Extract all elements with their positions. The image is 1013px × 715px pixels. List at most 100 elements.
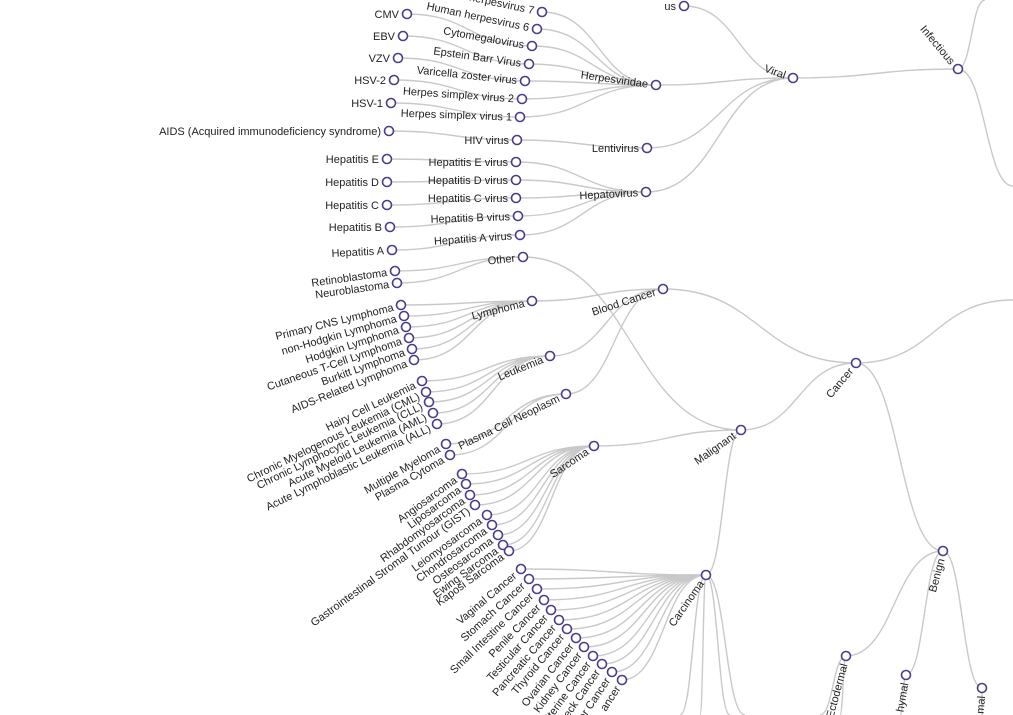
node-circle[interactable] <box>514 229 526 241</box>
node-circle[interactable] <box>492 529 504 541</box>
node-circle[interactable] <box>976 682 988 694</box>
node-viral[interactable]: Viral <box>763 63 799 84</box>
node-circle[interactable] <box>515 563 527 575</box>
node-circle[interactable] <box>423 396 435 408</box>
node-circle[interactable] <box>440 438 452 450</box>
node-hep-b[interactable]: Hepatitis B <box>329 221 396 234</box>
node-hsv1-virus[interactable]: Herpes simplex virus 1 <box>401 108 526 124</box>
node-circle[interactable] <box>403 332 415 344</box>
node-ectodermal[interactable]: Ectodermal <box>825 650 852 715</box>
node-ebv[interactable]: EBV <box>373 30 409 43</box>
node-hcv[interactable]: Hepatitis C virus <box>428 192 522 205</box>
node-circle[interactable] <box>398 310 410 322</box>
node-circle[interactable] <box>561 623 573 635</box>
node-circle[interactable] <box>388 74 400 86</box>
node-circle[interactable] <box>481 509 493 521</box>
node-hdv[interactable]: Hepatitis D virus <box>428 174 522 187</box>
node-circle[interactable] <box>416 375 428 387</box>
node-circle[interactable] <box>588 440 600 452</box>
node-circle[interactable] <box>497 539 509 551</box>
node-other[interactable]: Other <box>487 251 529 268</box>
node-circle[interactable] <box>519 75 531 87</box>
node-circle[interactable] <box>587 650 599 662</box>
node-circle[interactable] <box>606 666 618 678</box>
node-hep-a[interactable]: Hepatitis A <box>331 244 398 260</box>
node-circle[interactable] <box>538 594 550 606</box>
node-circle[interactable] <box>444 449 456 461</box>
node-circle[interactable] <box>385 97 397 109</box>
node-hepatovirus[interactable]: Hepatovirus <box>579 186 652 202</box>
node-circle[interactable] <box>381 153 393 165</box>
node-circle[interactable] <box>641 142 653 154</box>
node-plasma-neoplasm[interactable]: Plasma Cell Neoplasm <box>457 388 572 453</box>
node-circle[interactable] <box>510 174 522 186</box>
node-circle[interactable] <box>381 176 393 188</box>
node-circle[interactable] <box>596 658 608 670</box>
node-circle[interactable] <box>427 407 439 419</box>
node-hep-d[interactable]: Hepatitis D <box>325 176 393 189</box>
node-circle[interactable] <box>431 418 443 430</box>
node-circle[interactable] <box>464 489 476 501</box>
node-circle[interactable] <box>512 210 524 222</box>
node-circle[interactable] <box>401 8 413 20</box>
node-hev[interactable]: Hepatitis E virus <box>429 156 522 169</box>
node-circle[interactable] <box>531 583 543 595</box>
node-circle[interactable] <box>381 199 393 211</box>
node-aids[interactable]: AIDS (Acquired immunodeficiency syndrome… <box>159 125 395 138</box>
node-circle[interactable] <box>544 350 556 362</box>
node-hsv2[interactable]: HSV-2 <box>354 74 400 87</box>
node-circle[interactable] <box>406 343 418 355</box>
node-circle[interactable] <box>570 632 582 644</box>
node-circle[interactable] <box>578 641 590 653</box>
node-circle[interactable] <box>456 468 468 480</box>
node-circle[interactable] <box>700 569 712 581</box>
node-circle[interactable] <box>526 295 538 307</box>
node-circle[interactable] <box>510 192 522 204</box>
node-circle[interactable] <box>553 614 565 626</box>
node-circle[interactable] <box>560 388 572 400</box>
node-cmv[interactable]: CMV <box>375 8 413 21</box>
node-circle[interactable] <box>503 545 515 557</box>
node-hiv-virus[interactable]: HIV virus <box>464 134 523 147</box>
node-circle[interactable] <box>545 604 557 616</box>
node-circle[interactable] <box>460 478 472 490</box>
node-lentivirus[interactable]: Lentivirus <box>592 142 653 155</box>
node-circle[interactable] <box>640 186 652 198</box>
node-circle[interactable] <box>850 357 862 369</box>
node-thymal[interactable]: hymal <box>894 669 911 713</box>
node-circle[interactable] <box>384 221 396 233</box>
node-circle[interactable] <box>391 277 403 289</box>
node-hep-e[interactable]: Hepatitis E <box>326 153 393 166</box>
node-circle[interactable] <box>511 134 523 146</box>
node-circle[interactable] <box>400 321 412 333</box>
node-circle[interactable] <box>523 58 535 70</box>
node-hbv[interactable]: Hepatitis B virus <box>430 210 524 226</box>
node-circle[interactable] <box>531 23 543 35</box>
node-circle[interactable] <box>526 40 538 52</box>
node-circle[interactable] <box>469 499 481 511</box>
node-circle[interactable] <box>383 125 395 137</box>
node-circle[interactable] <box>389 265 401 277</box>
node-circle[interactable] <box>386 244 398 256</box>
node-circle[interactable] <box>510 156 522 168</box>
node-hav[interactable]: Hepatitis A virus <box>434 229 526 248</box>
node-vzv[interactable]: VZV <box>369 52 404 65</box>
node-circle[interactable] <box>657 283 669 295</box>
node-circle[interactable] <box>952 63 964 75</box>
node-circle[interactable] <box>397 30 409 42</box>
node-infectious[interactable]: Infectious <box>917 23 964 75</box>
node-circle[interactable] <box>650 79 662 91</box>
node-circle[interactable] <box>523 573 535 585</box>
node-hsv1[interactable]: HSV-1 <box>351 97 397 110</box>
node-circle[interactable] <box>516 93 528 105</box>
node-circle[interactable] <box>678 0 690 12</box>
node-circle[interactable] <box>486 519 498 531</box>
node-circle[interactable] <box>787 72 799 84</box>
node-circle[interactable] <box>392 52 404 64</box>
node-circle[interactable] <box>408 354 420 366</box>
node-circle[interactable] <box>420 386 432 398</box>
node-hsv2-virus[interactable]: Herpes simplex virus 2 <box>403 86 528 106</box>
node-circle[interactable] <box>735 424 747 436</box>
node-circle[interactable] <box>514 111 526 123</box>
node-mal[interactable]: mal <box>975 682 989 715</box>
